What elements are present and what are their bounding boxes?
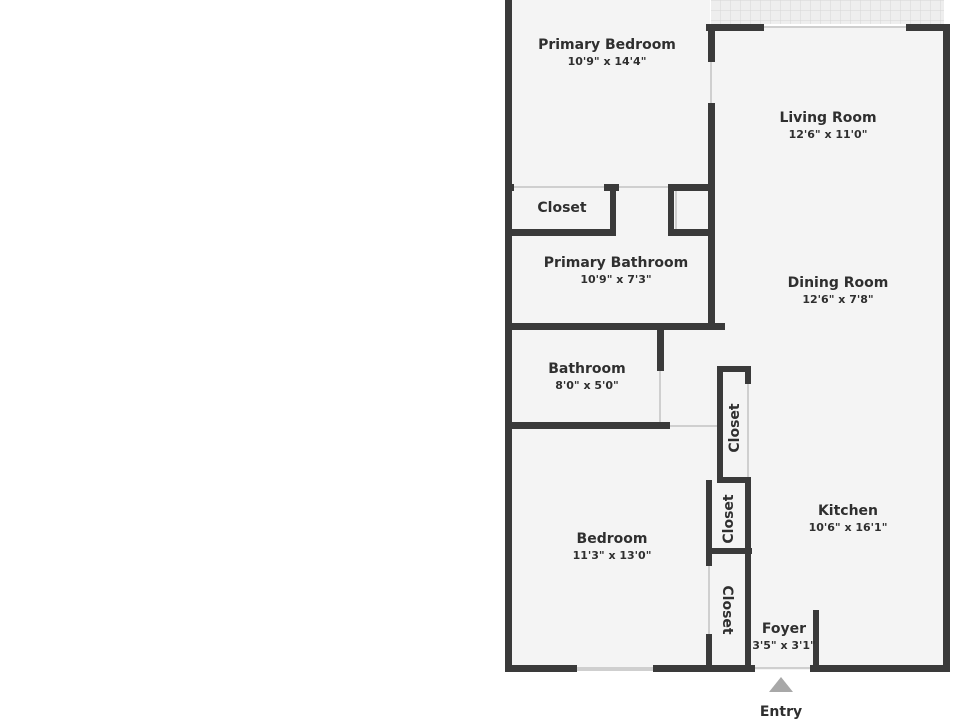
patio-area <box>711 0 944 24</box>
room-dining-room: Dining Room 12'6" x 7'8" <box>788 275 889 306</box>
room-name: Bathroom <box>548 361 626 377</box>
room-dimensions: 8'0" x 5'0" <box>555 379 619 392</box>
room-name: Closet <box>727 403 743 453</box>
floor-surfaces <box>510 0 946 670</box>
room-kitchen: Kitchen 10'6" x 16'1" <box>809 503 888 534</box>
entry-label: Entry <box>760 704 802 720</box>
room-dimensions: 11'3" x 13'0" <box>573 549 652 562</box>
room-closet-hall-upper: Closet <box>727 403 743 453</box>
walls <box>505 0 950 672</box>
room-dimensions: 10'6" x 16'1" <box>809 521 888 534</box>
room-name: Living Room <box>779 110 876 126</box>
room-name: Foyer <box>762 621 806 637</box>
room-primary-bedroom: Primary Bedroom 10'9" x 14'4" <box>538 37 676 68</box>
room-closet-hall-middle: Closet <box>721 494 737 544</box>
openings <box>514 26 906 671</box>
room-name: Kitchen <box>818 503 878 519</box>
room-dimensions: 10'9" x 7'3" <box>580 273 651 286</box>
room-name: Bedroom <box>577 531 648 547</box>
room-bedroom: Bedroom 11'3" x 13'0" <box>573 531 652 562</box>
room-dimensions: 12'6" x 7'8" <box>802 293 873 306</box>
room-closet-primary: Closet <box>537 200 587 216</box>
room-dimensions: 3'5" x 3'1" <box>752 639 816 652</box>
room-name: Primary Bedroom <box>538 37 676 53</box>
room-name: Dining Room <box>788 275 889 291</box>
room-name: Closet <box>537 200 587 216</box>
room-foyer: Foyer 3'5" x 3'1" <box>752 621 816 652</box>
room-closet-bedroom: Closet <box>719 585 735 635</box>
room-name: Closet <box>719 585 735 635</box>
room-dimensions: 12'6" x 11'0" <box>789 128 868 141</box>
room-bathroom: Bathroom 8'0" x 5'0" <box>548 361 626 392</box>
room-name: Closet <box>721 494 737 544</box>
room-living-room: Living Room 12'6" x 11'0" <box>779 110 876 141</box>
room-dimensions: 10'9" x 14'4" <box>568 55 647 68</box>
room-name: Primary Bathroom <box>544 255 688 271</box>
room-primary-bathroom: Primary Bathroom 10'9" x 7'3" <box>544 255 688 286</box>
entry-arrow-icon <box>769 677 793 692</box>
